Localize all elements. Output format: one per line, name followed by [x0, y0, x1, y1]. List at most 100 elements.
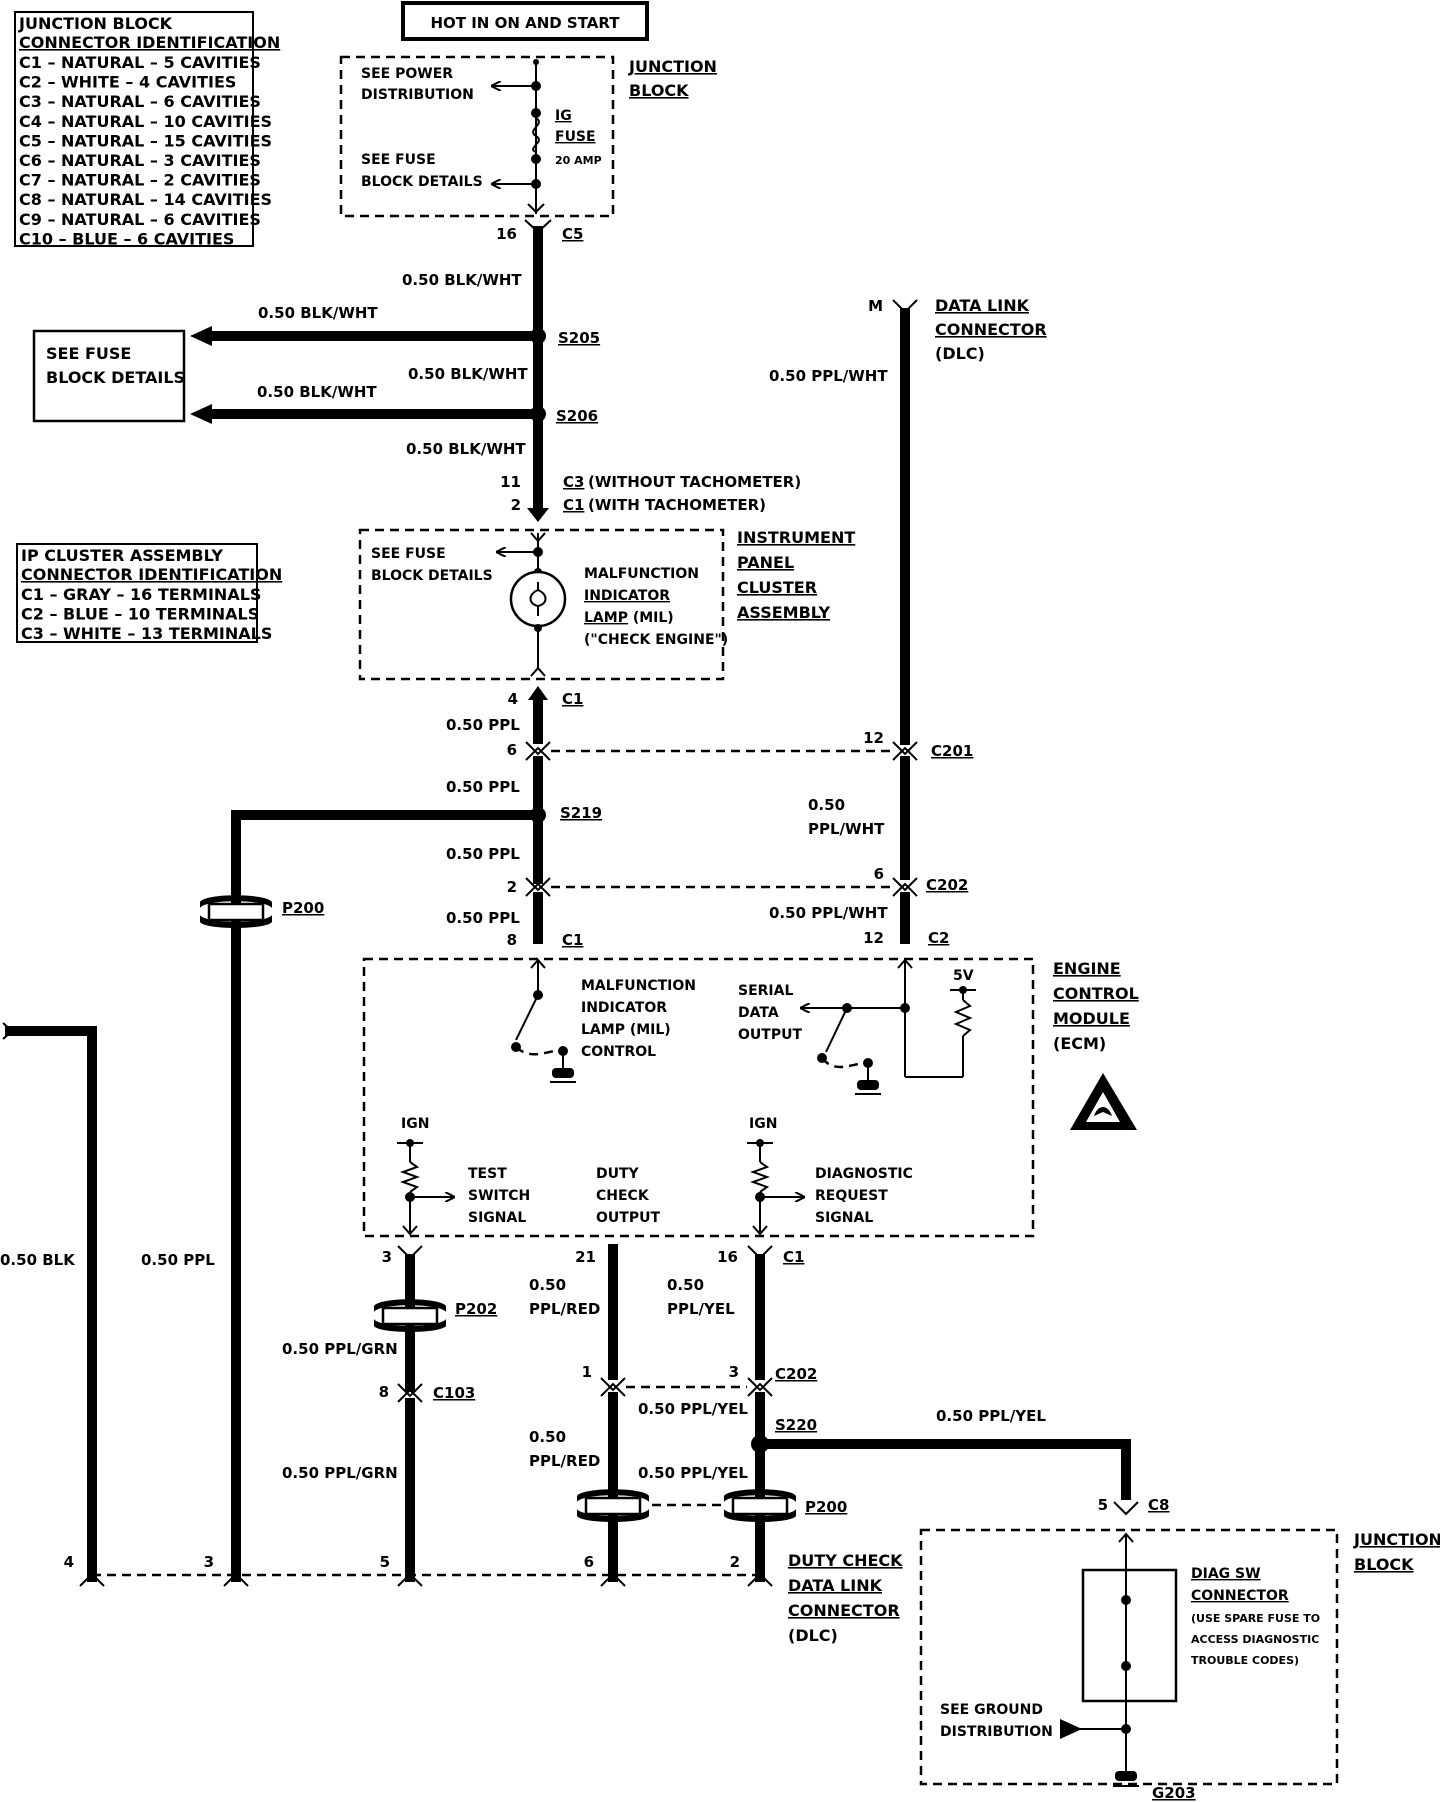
see-power-text-2: DISTRIBUTION — [361, 87, 474, 103]
jb-id-table: JUNCTION BLOCK CONNECTOR IDENTIFICATION … — [14, 11, 280, 248]
id-table-row: C6 – NATURAL – 3 CAVITIES — [19, 151, 261, 170]
ecm-diag-text-2: REQUEST — [815, 1188, 888, 1204]
wire-label-blk-wht-2: 0.50 BLK/WHT — [258, 304, 378, 322]
diag-sw-note-3: TROUBLE CODES) — [1191, 1654, 1299, 1667]
diag-sw-label: DIAG SW — [1191, 1566, 1261, 1582]
ecm-test-text-3: SIGNAL — [468, 1210, 526, 1226]
ip-cluster-label-4: ASSEMBLY — [737, 603, 830, 622]
c201-pin-left: 6 — [507, 741, 517, 759]
ecm-mil-text-2: INDICATOR — [581, 1000, 667, 1016]
wire-label-ppl-grn-1: 0.50 PPL/GRN — [282, 1340, 398, 1358]
c201-pin-right: 12 — [863, 729, 884, 747]
c202b-pin-left: 1 — [582, 1363, 592, 1381]
ip-cluster-assembly: INSTRUMENT PANEL CLUSTER ASSEMBLY SEE FU… — [358, 528, 855, 681]
fuse-label-2: FUSE — [555, 129, 596, 145]
duty-dlc-label: DUTY CHECK — [788, 1551, 903, 1570]
ecm-label-2: CONTROL — [1053, 984, 1139, 1003]
fuse-block-text-2: BLOCK DETAILS — [46, 368, 185, 387]
ip-mil-text-4: ("CHECK ENGINE") — [584, 632, 728, 648]
wire-label-ppl-5: 0.50 PPL — [141, 1251, 215, 1269]
ip-cluster-label-2: PANEL — [737, 553, 794, 572]
dlc-pin-5: 2 — [730, 1553, 740, 1571]
ip-id-title: IP CLUSTER ASSEMBLY — [21, 546, 223, 565]
junction-block-bottom: 5 C8 JUNCTION BLOCK DIAG SW CONNECTOR (U… — [919, 1496, 1440, 1802]
p202 — [374, 1299, 446, 1332]
ecm-serial-text-3: OUTPUT — [738, 1027, 802, 1043]
wire-label-ppl-wht-2a: 0.50 — [808, 796, 845, 814]
jb-id-subtitle: CONNECTOR IDENTIFICATION — [19, 33, 280, 52]
id-table-row: C2 – BLUE – 10 TERMINALS — [21, 605, 259, 624]
id-table-row: C2 – WHITE – 4 CAVITIES — [19, 73, 236, 92]
id-table-row: C8 – NATURAL – 14 CAVITIES — [19, 190, 272, 209]
splice-s206: S206 — [556, 407, 598, 425]
ecm-label-4: (ECM) — [1053, 1034, 1106, 1053]
wire-label-ppl-4: 0.50 PPL — [446, 909, 520, 927]
dlc-pin-2: 3 — [204, 1553, 214, 1571]
ecm-label: ENGINE — [1053, 959, 1121, 978]
jb-id-title: JUNCTION BLOCK — [18, 14, 173, 33]
wire-label-ppl-yel-4: 0.50 PPL/YEL — [638, 1464, 748, 1482]
id-table-row: C10 – BLUE – 6 CAVITIES — [19, 229, 234, 248]
jb-top-pin: 16 — [496, 225, 517, 243]
id-table-row: C9 – NATURAL – 6 CAVITIES — [19, 210, 261, 229]
diag-sw-note: (USE SPARE FUSE TO — [1191, 1612, 1320, 1625]
id-table-row: C7 – NATURAL – 2 CAVITIES — [19, 171, 261, 190]
main-feed-wire: 0.50 BLK/WHT 0.50 BLK/WHT 0.50 BLK/WHT S… — [190, 219, 600, 522]
ecm-serial-text: SERIAL — [738, 983, 793, 999]
conn-c202: C202 — [926, 876, 968, 894]
ecm-test-text: TEST — [468, 1166, 507, 1182]
svg-text:LAMP (MIL): LAMP (MIL) — [584, 610, 674, 626]
id-table-row: C3 – NATURAL – 6 CAVITIES — [19, 92, 261, 111]
splice-s219: S219 — [560, 804, 602, 822]
c103-pin: 8 — [379, 1383, 389, 1401]
ground-g203: G203 — [1152, 1784, 1196, 1802]
wire-label-ppl-1: 0.50 PPL — [446, 716, 520, 734]
dlc-top-label-3: (DLC) — [935, 344, 985, 363]
ip-see-fuse: SEE FUSE — [371, 546, 446, 562]
jb-top-label: JUNCTION — [628, 57, 717, 76]
ecm-mil-text: MALFUNCTION — [581, 978, 696, 994]
wire-label-ppl-red-2a: 0.50 — [529, 1428, 566, 1446]
jb-top-conn: C5 — [562, 225, 583, 243]
ecm-ign-right: IGN — [749, 1116, 777, 1132]
conn-c103: C103 — [433, 1384, 475, 1402]
ip-cluster-label: INSTRUMENT — [737, 528, 855, 547]
duty-dlc-label-4: (DLC) — [788, 1626, 838, 1645]
ip-mil-text-2: INDICATOR — [584, 588, 670, 604]
ip-cluster-label-3: CLUSTER — [737, 578, 817, 597]
conn-c201: C201 — [931, 742, 973, 760]
mil-wire: 4 C1 0.50 PPL 6 12 C201 0.50 PPL/WHT 0.5… — [446, 686, 973, 949]
c202-pin-left: 2 — [507, 878, 517, 896]
splice-s220: S220 — [775, 1416, 817, 1434]
wire-label-blk: 0.50 BLK — [0, 1251, 76, 1269]
dlc-top-pin: M — [868, 297, 883, 315]
bulb-icon — [509, 570, 567, 628]
dlc-pin-1: 4 — [64, 1553, 74, 1571]
fuse-label: IG — [555, 108, 572, 124]
ground-icon — [1115, 1771, 1137, 1781]
esd-warning-icon — [1070, 1073, 1137, 1130]
see-ground-text-2: DISTRIBUTION — [940, 1724, 1053, 1740]
id-table-row: C4 – NATURAL – 10 CAVITIES — [19, 112, 272, 131]
jb-bottom-label: JUNCTION — [1353, 1530, 1440, 1549]
diag-sw-label-2: CONNECTOR — [1191, 1588, 1289, 1604]
jb-bottom-label-2: BLOCK — [1354, 1555, 1414, 1574]
jb-bottom-pin: 5 — [1098, 1496, 1108, 1514]
see-fuse-text-2: BLOCK DETAILS — [361, 174, 483, 190]
ecm-ign-left: IGN — [401, 1116, 429, 1132]
wire-label-ppl-red-1a: 0.50 — [529, 1276, 566, 1294]
p200-lower — [577, 1489, 796, 1522]
duty-dlc-label-2: DATA LINK — [788, 1576, 883, 1595]
cluster-pin-a: 11 — [500, 473, 521, 491]
jb-bottom-conn: C8 — [1148, 1496, 1169, 1514]
ecm-bot-conn: C1 — [783, 1248, 804, 1266]
ip-mil-text-3: LAMP — [584, 610, 628, 626]
id-table-row: C1 – NATURAL – 5 CAVITIES — [19, 53, 261, 72]
duty-check-dlc: 4 3 5 6 2 DUTY CHECK DATA LINK CONNECTOR… — [64, 1551, 904, 1645]
ip-id-subtitle: CONNECTOR IDENTIFICATION — [21, 565, 282, 584]
lower-harness: 3 21 16 C1 P202 0.50 PPL/GRN 8 C103 0.50… — [282, 1244, 1131, 1582]
duty-dlc-label-3: CONNECTOR — [788, 1601, 900, 1620]
